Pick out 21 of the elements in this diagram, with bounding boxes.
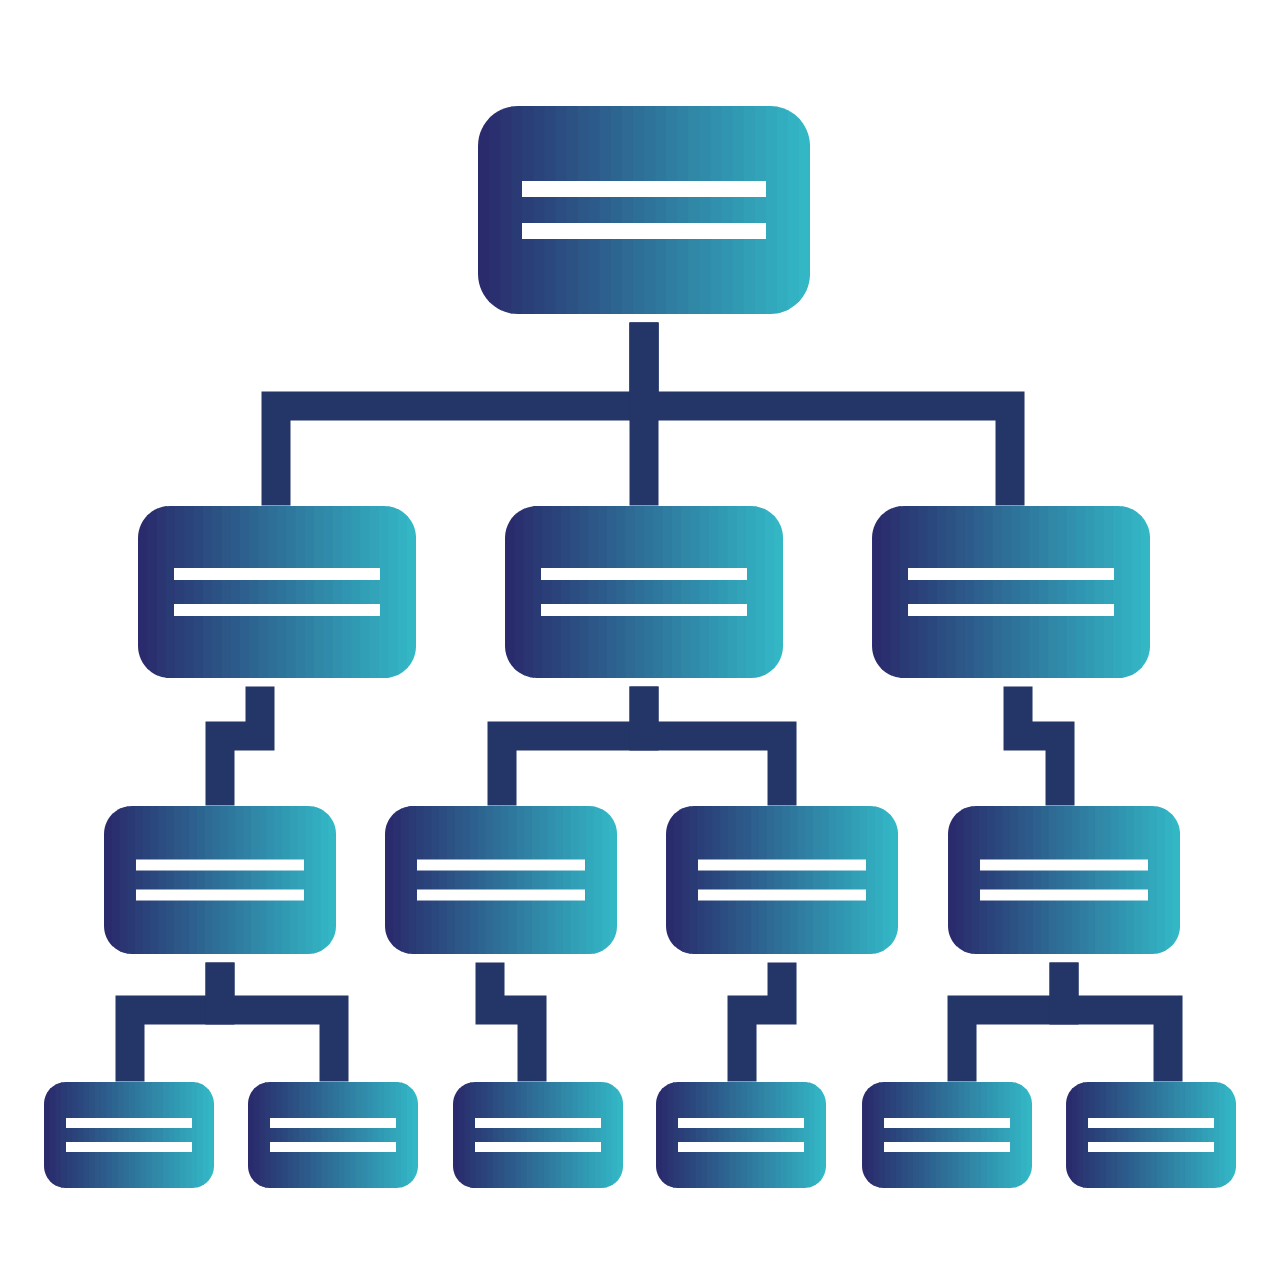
org-chart-box bbox=[385, 806, 617, 954]
connector-line bbox=[475, 962, 547, 1082]
org-chart-box bbox=[948, 806, 1180, 954]
org-chart-box bbox=[505, 506, 783, 678]
org-chart-box bbox=[478, 106, 810, 314]
connector-line bbox=[727, 962, 797, 1082]
connector-line bbox=[1003, 686, 1075, 806]
connector-line bbox=[205, 686, 275, 806]
org-chart-box bbox=[862, 1082, 1032, 1188]
org-chart-box bbox=[656, 1082, 826, 1188]
org-chart-box bbox=[138, 506, 416, 678]
org-chart-box bbox=[453, 1082, 623, 1188]
org-chart-box bbox=[104, 806, 336, 954]
org-chart-box bbox=[248, 1082, 418, 1188]
org-chart-box bbox=[1066, 1082, 1236, 1188]
org-chart-box bbox=[44, 1082, 214, 1188]
connector-line bbox=[1049, 962, 1183, 1082]
connector-line bbox=[629, 686, 797, 806]
org-chart-box bbox=[666, 806, 898, 954]
connector-line bbox=[205, 962, 349, 1082]
org-chart-box bbox=[872, 506, 1150, 678]
